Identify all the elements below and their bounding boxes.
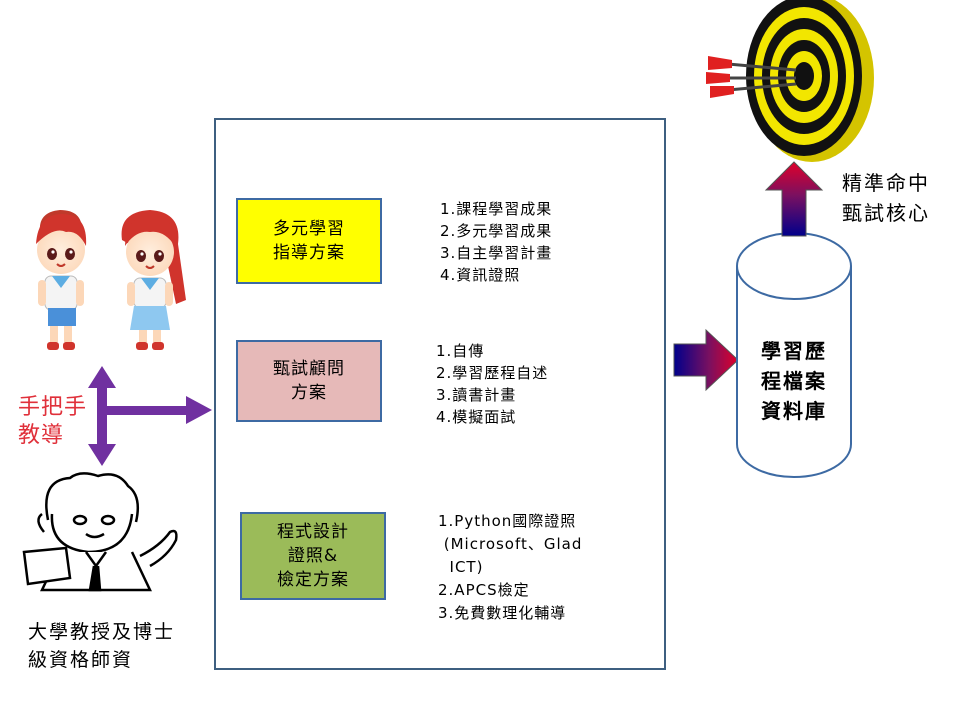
list-item: 3.讀書計畫 — [436, 386, 517, 404]
program-label-text: 甄試顧問 方案 — [273, 359, 345, 403]
list-item: ICT) — [438, 558, 484, 576]
target-caption: 精準命中 甄試核心 — [842, 171, 930, 225]
guidance-label: 手把手 教導 — [18, 395, 88, 448]
list-item: 2.多元學習成果 — [440, 222, 553, 240]
teacher-illustration — [22, 472, 178, 592]
doc-list-admission: 1.自傳 2.學習歷程自述 3.讀書計畫 4.模擬面試 — [436, 340, 548, 428]
database-cylinder — [736, 232, 852, 478]
list-item: 4.資訊證照 — [440, 266, 521, 284]
frame-to-database-arrow — [673, 328, 739, 392]
list-item: 1.Python國際證照 — [438, 512, 577, 530]
list-item: 3.免費數理化輔導 — [438, 604, 567, 622]
teacher-caption: 大學教授及博士 級資格師資 — [28, 621, 176, 671]
program-label-programming: 程式設計 證照& 檢定方案 — [240, 512, 386, 600]
database-label: 學習歷 程檔案 資料庫 — [761, 339, 827, 423]
list-item: 2.APCS檢定 — [438, 581, 530, 599]
list-item: 3.自主學習計畫 — [440, 244, 553, 262]
program-label-text: 多元學習 指導方案 — [273, 219, 345, 263]
list-item: (Microsoft、Glad — [438, 535, 583, 553]
list-item: 4.模擬面試 — [436, 408, 517, 426]
guidance-arrows — [88, 366, 212, 466]
list-item: 2.學習歷程自述 — [436, 364, 549, 382]
list-item: 1.課程學習成果 — [440, 200, 553, 218]
program-label-text: 程式設計 證照& 檢定方案 — [277, 522, 349, 590]
darts — [706, 56, 797, 98]
boy-illustration — [36, 210, 87, 350]
program-label-admission: 甄試顧問 方案 — [236, 340, 382, 422]
girl-illustration — [121, 210, 186, 350]
doc-list-programming: 1.Python國際證照 (Microsoft、Glad ICT) 2.APCS… — [438, 510, 582, 625]
database-to-target-arrow — [764, 161, 824, 237]
program-label-multilearning: 多元學習 指導方案 — [236, 198, 382, 284]
doc-list-multilearning: 1.課程學習成果 2.多元學習成果 3.自主學習計畫 4.資訊證照 — [440, 198, 552, 286]
dartboard-target — [746, 0, 874, 162]
list-item: 1.自傳 — [436, 342, 485, 360]
